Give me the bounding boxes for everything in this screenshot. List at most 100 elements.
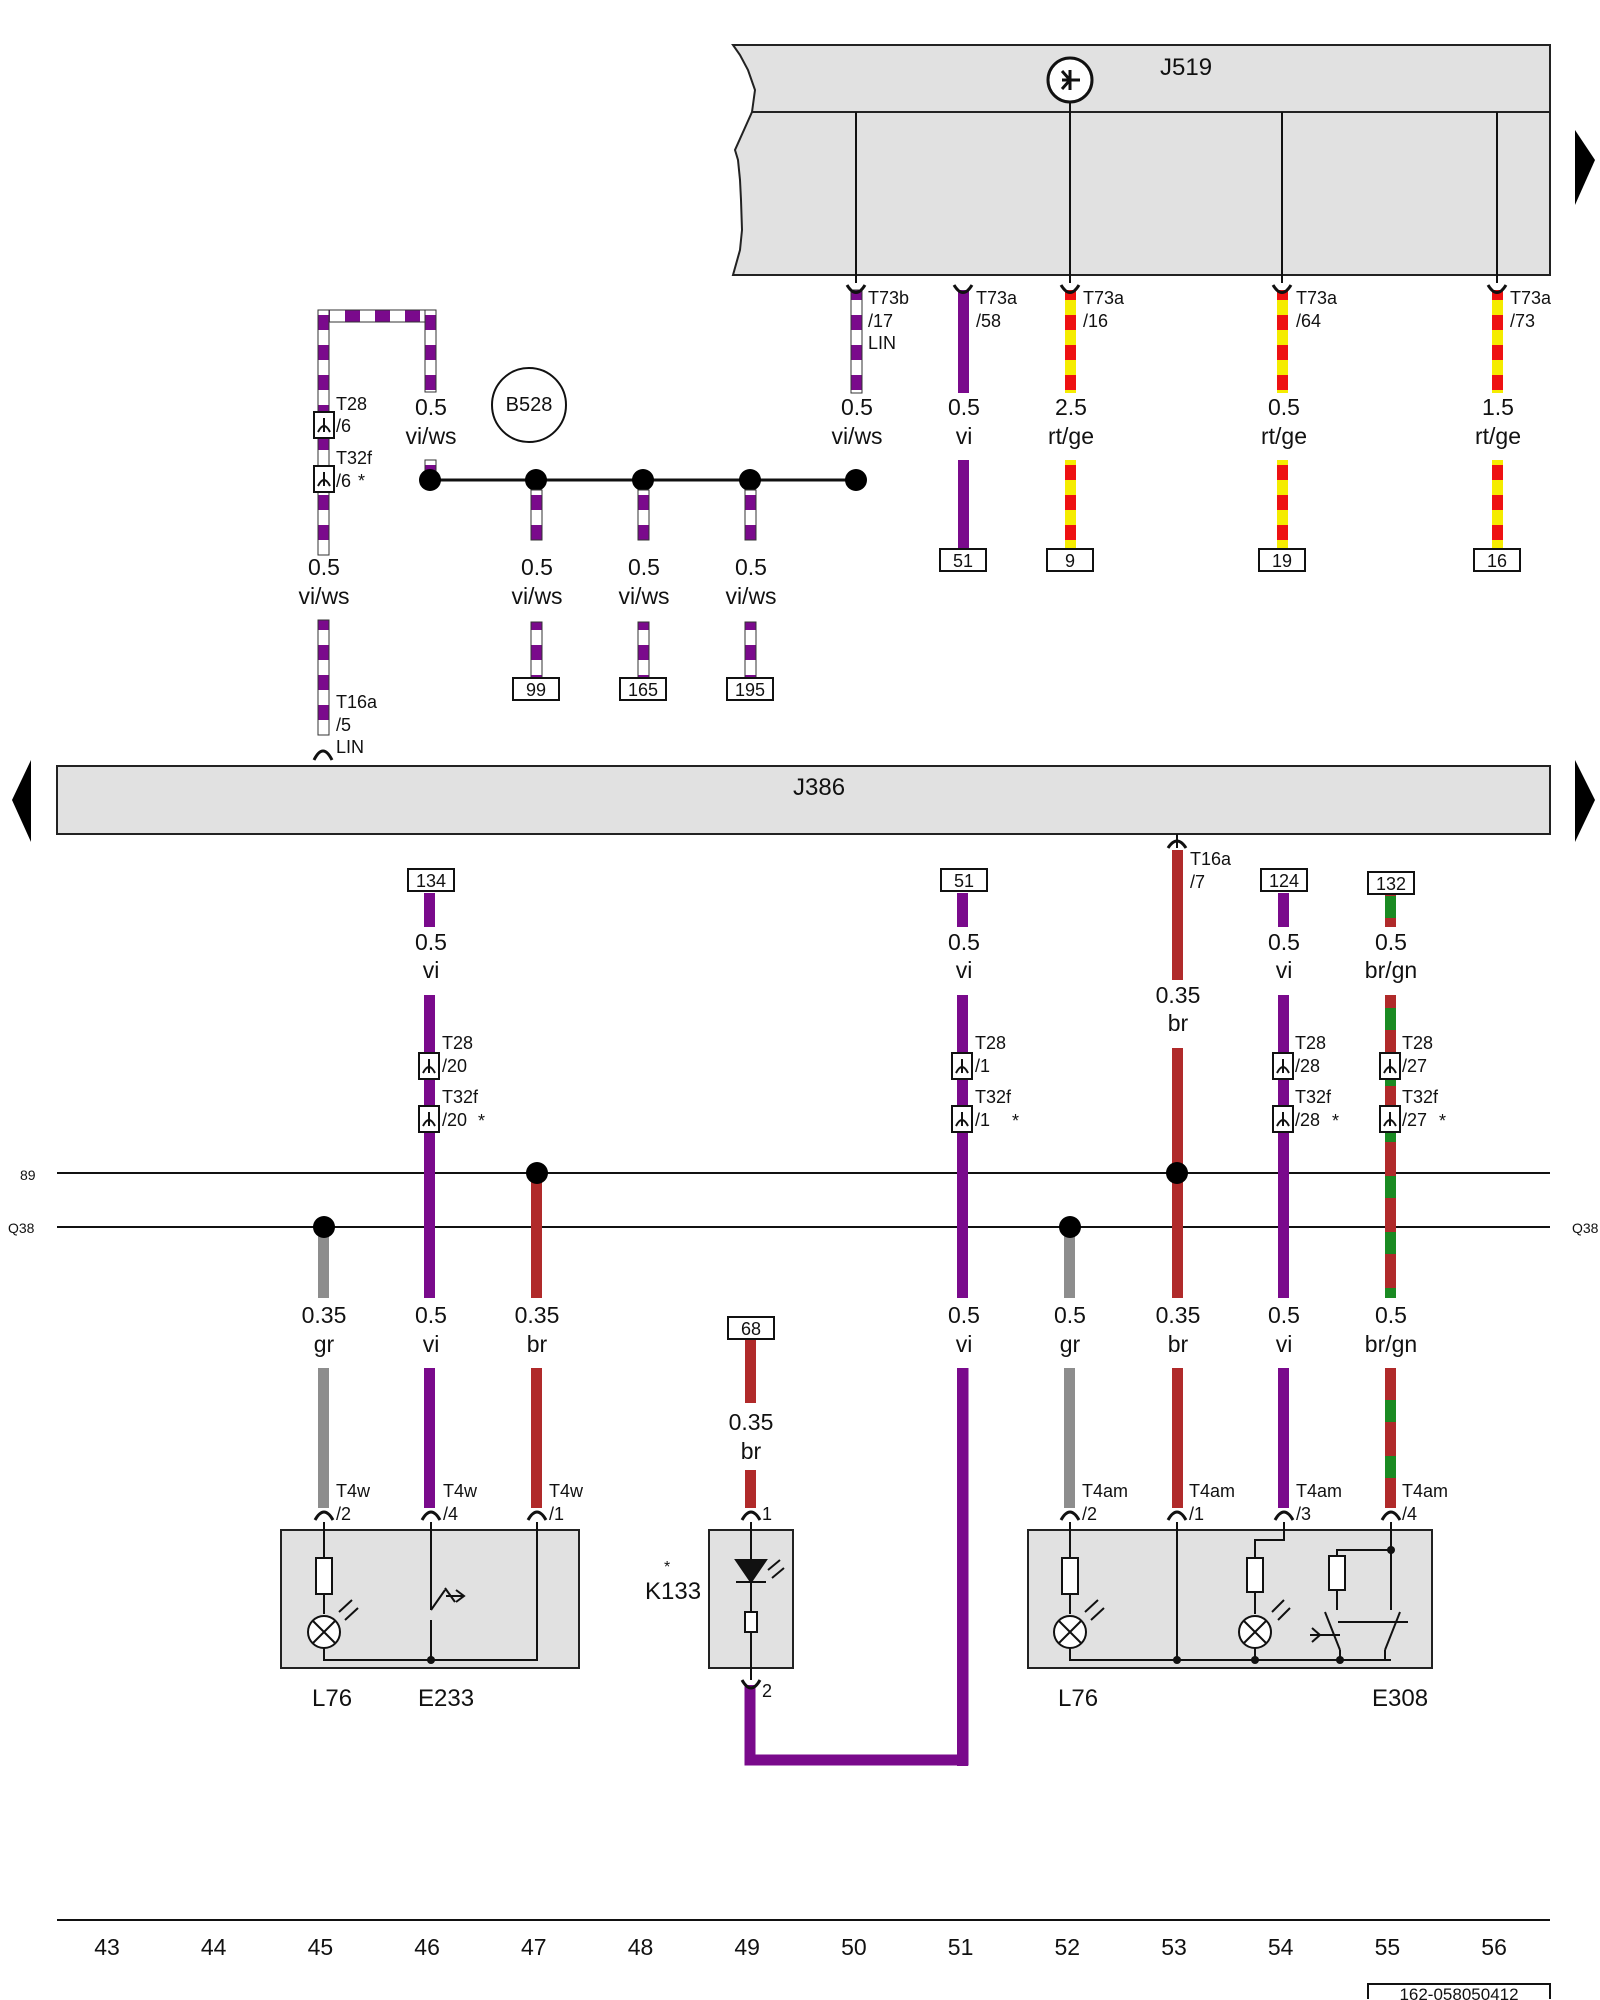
label-l76-left: L76 <box>312 1685 352 1712</box>
wire-size-53b: 0.35 <box>1156 982 1201 1008</box>
label-e233: E233 <box>418 1685 474 1712</box>
column-number: 43 <box>94 1934 120 1960</box>
ref-box-165: 165 <box>628 680 658 700</box>
wire-size-55b: 0.5 <box>1375 929 1407 955</box>
wire-color-49: vi/ws <box>725 583 776 609</box>
arrow-left-icon <box>12 760 31 842</box>
wire-color-55b: br/gn <box>1365 957 1417 983</box>
conn-t73a-64-pin: /64 <box>1296 311 1321 331</box>
conn-t73a-58: T73a <box>976 288 1018 308</box>
column-number: 53 <box>1161 1934 1187 1960</box>
conn-t16a-5-lin: LIN <box>336 737 364 757</box>
conn-t32f-28: T32f <box>1295 1087 1332 1107</box>
conn-t32f-6: T32f <box>336 448 373 468</box>
conn-t16a-7-pin: /7 <box>1190 872 1205 892</box>
wire-color-54: rt/ge <box>1261 423 1307 449</box>
wire-size-50: 0.5 <box>841 394 873 420</box>
ref-box-132: 132 <box>1376 874 1406 894</box>
ref-box-195: 195 <box>735 680 765 700</box>
conn-t73a-16-pin: /16 <box>1083 311 1108 331</box>
wire-size-53c: 0.35 <box>1156 1302 1201 1328</box>
wire-color-47: vi/ws <box>511 583 562 609</box>
column-number: 54 <box>1268 1934 1294 1960</box>
k133-pin-2: 2 <box>762 1681 772 1701</box>
wire-color-53c: br <box>1168 1331 1189 1357</box>
wire-color-56: rt/ge <box>1475 423 1521 449</box>
conn-t4am-4: T4am <box>1402 1481 1448 1501</box>
star-note: * <box>1439 1111 1446 1131</box>
conn-t4am-1-pin: /1 <box>1189 1504 1204 1524</box>
conn-t4w-2-pin: /2 <box>336 1504 351 1524</box>
wire-size-49: 0.5 <box>735 554 767 580</box>
conn-t4am-1: T4am <box>1189 1481 1235 1501</box>
conn-t28-27-pin: /27 <box>1402 1056 1427 1076</box>
conn-t32f-28-pin: /28 <box>1295 1110 1320 1130</box>
conn-t73a-73: T73a <box>1510 288 1552 308</box>
conn-t4w-1-pin: /1 <box>549 1504 564 1524</box>
wire-color-45c: gr <box>314 1331 335 1357</box>
j519-label: J519 <box>1160 54 1212 81</box>
conn-t73b-pin: /17 <box>868 311 893 331</box>
conn-t32f-1-pin: /1 <box>975 1110 990 1130</box>
wire-size-51: 0.5 <box>948 394 980 420</box>
conn-t28-6: T28 <box>336 394 367 414</box>
wire-size-48: 0.5 <box>628 554 660 580</box>
conn-t32f-27: T32f <box>1402 1087 1439 1107</box>
ref-box-51-top: 51 <box>953 551 973 571</box>
rail-q38-right-label: Q38 <box>1572 1220 1599 1236</box>
conn-t4am-2: T4am <box>1082 1481 1128 1501</box>
b528-label: B528 <box>506 394 553 416</box>
column-number: 55 <box>1375 1934 1401 1960</box>
conn-t28-28-pin: /28 <box>1295 1056 1320 1076</box>
wire-size-46c: 0.5 <box>415 1302 447 1328</box>
conn-t4w-2: T4w <box>336 1481 371 1501</box>
component-k133 <box>708 1522 794 1680</box>
j386-label: J386 <box>793 774 845 801</box>
wire-color-52c: gr <box>1060 1331 1081 1357</box>
column-number: 45 <box>308 1934 334 1960</box>
conn-t32f-6-pin: /6 <box>336 471 351 491</box>
column-number: 44 <box>201 1934 227 1960</box>
column-number: 49 <box>734 1934 760 1960</box>
k133-pin-1: 1 <box>762 1504 772 1524</box>
conn-t4am-4-pin: /4 <box>1402 1504 1417 1524</box>
wire-size-52: 2.5 <box>1055 394 1087 420</box>
label-k133: K133 <box>645 1578 701 1605</box>
label-e308: E308 <box>1372 1685 1428 1712</box>
conn-t4w-4-pin: /4 <box>443 1504 458 1524</box>
conn-t28-20: T28 <box>442 1033 473 1053</box>
wire-size-45c: 0.35 <box>302 1302 347 1328</box>
wire-size-47: 0.5 <box>521 554 553 580</box>
column-number: 48 <box>628 1934 654 1960</box>
column-number: 47 <box>521 1934 547 1960</box>
rail-q38-left-label: Q38 <box>8 1220 35 1236</box>
ref-box-19: 19 <box>1272 551 1292 571</box>
wire-color-52: rt/ge <box>1048 423 1094 449</box>
column-number: 56 <box>1481 1934 1507 1960</box>
conn-t4am-3-pin: /3 <box>1296 1504 1311 1524</box>
conn-t32f-20-pin: /20 <box>442 1110 467 1130</box>
conn-t4w-1: T4w <box>549 1481 584 1501</box>
ref-box-99: 99 <box>526 680 546 700</box>
wire-size-46b: 0.5 <box>415 929 447 955</box>
document-id: 162-058050412 <box>1399 1985 1518 2000</box>
ref-box-51-bottom: 51 <box>954 871 974 891</box>
arrow-right-icon <box>1575 130 1595 205</box>
ref-box-16: 16 <box>1487 551 1507 571</box>
wire-size-54: 0.5 <box>1268 394 1300 420</box>
rail-89-label: 89 <box>20 1167 36 1183</box>
splice-b528 <box>491 367 567 443</box>
wire-color-47c: br <box>527 1331 548 1357</box>
wire-size-47c: 0.35 <box>515 1302 560 1328</box>
star-note: * <box>1332 1111 1339 1131</box>
wire-color-46: vi/ws <box>405 423 456 449</box>
column-number: 50 <box>841 1934 867 1960</box>
conn-t73a-16: T73a <box>1083 288 1125 308</box>
arrow-right-icon <box>1575 760 1595 842</box>
star-note: * <box>478 1111 485 1131</box>
wire-size-55c: 0.5 <box>1375 1302 1407 1328</box>
unit-j386: J386 <box>56 765 1551 835</box>
conn-t28-27: T28 <box>1402 1033 1433 1053</box>
label-l76-right: L76 <box>1058 1685 1098 1712</box>
